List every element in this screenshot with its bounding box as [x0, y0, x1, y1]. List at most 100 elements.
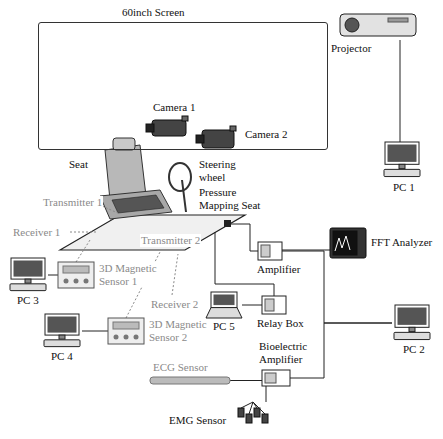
node-label: Camera 2 — [244, 128, 288, 141]
icon-part — [249, 402, 253, 414]
icon-part — [253, 402, 265, 414]
seat-headrest — [113, 138, 135, 150]
projector-drawing — [338, 6, 418, 40]
part-label: Seat — [68, 158, 89, 171]
icon-part — [214, 295, 234, 305]
cable-line — [230, 380, 262, 381]
fft-drawing — [330, 228, 366, 258]
icon-part — [14, 261, 42, 276]
platform — [60, 215, 245, 250]
node-label: Amplifier — [256, 263, 301, 276]
icon-part — [113, 322, 139, 329]
node-label: 60inch Screen — [121, 6, 186, 19]
icon-part — [335, 236, 350, 251]
leader-line — [70, 232, 98, 233]
relay-box: Relay Box — [262, 296, 286, 314]
laptop-drawing — [206, 292, 242, 318]
node-label: 3D Magnetic Sensor 2 — [148, 318, 210, 343]
icon-part — [152, 120, 186, 136]
small-drawing — [262, 370, 290, 386]
icon-part — [59, 335, 65, 339]
pc-drawing — [42, 314, 82, 348]
leader-line — [172, 254, 178, 295]
icon-part — [74, 279, 79, 284]
pc-drawing — [392, 305, 432, 341]
cable-line — [266, 386, 267, 402]
icon-part — [230, 126, 236, 131]
icon-part — [388, 145, 416, 161]
icon-part — [114, 335, 119, 340]
camera-drawing — [196, 126, 240, 152]
icon-part — [388, 18, 408, 22]
laptop-icon: PC 5 — [206, 292, 242, 318]
pc-icon: PC 1 — [382, 142, 422, 178]
cable-line — [282, 251, 392, 323]
leader-line — [102, 206, 120, 214]
electrode-drawing — [150, 377, 230, 384]
amplifier-box: Bioelectric Amplifier — [262, 370, 290, 386]
cable-line — [48, 275, 58, 276]
icon-part — [196, 135, 204, 143]
projector-icon: Projector — [338, 6, 418, 40]
sensor-cable — [76, 240, 90, 262]
ecg-electrode: ECG Sensor — [150, 377, 230, 384]
pc-icon: PC 2 — [392, 305, 432, 341]
icon-part — [202, 130, 234, 148]
small-drawing — [262, 296, 286, 314]
sensor-unit: 3D Magnetic Sensor 2 — [108, 318, 144, 344]
cable-line — [242, 305, 262, 306]
pressure-mat — [112, 195, 164, 213]
pc-icon: PC 3 — [8, 258, 48, 292]
icon-part — [134, 335, 139, 340]
pc-icon: PC 4 — [42, 314, 82, 348]
icon-part — [258, 242, 282, 260]
icon-part — [394, 332, 430, 339]
box-drawing — [108, 318, 144, 344]
icon-part — [330, 228, 366, 258]
icon-part — [398, 308, 426, 324]
node-label: PC 4 — [50, 350, 74, 363]
emg-drawing — [236, 402, 270, 426]
icon-part — [246, 414, 252, 423]
icon-part — [25, 279, 31, 283]
icon-part — [395, 305, 429, 327]
seat-cushion — [100, 190, 172, 219]
icon-part — [399, 164, 405, 168]
icon-part — [146, 124, 154, 132]
node-label: Camera 1 — [152, 101, 196, 114]
icon-part — [211, 292, 237, 308]
icon-part — [254, 408, 260, 417]
icon-part — [108, 318, 144, 344]
node-label: Bioelectric Amplifier — [258, 340, 320, 365]
icon-part — [11, 258, 45, 279]
node-label: PC 2 — [402, 343, 426, 356]
icon-part — [384, 169, 420, 176]
node-label: 3D Magnetic Sensor 1 — [98, 262, 162, 287]
icon-part — [44, 340, 80, 347]
icon-part — [10, 284, 46, 291]
icon-part — [206, 308, 242, 318]
part-label: Transmitter 2 — [140, 234, 201, 247]
icon-part — [265, 299, 274, 311]
icon-part — [238, 408, 244, 417]
icon-part — [265, 373, 276, 383]
emg-electrodes: EMG Sensor — [236, 402, 270, 426]
amplifier-wire — [231, 224, 258, 251]
icon-part — [58, 262, 94, 288]
icon-part — [333, 231, 357, 255]
cable-line — [282, 250, 330, 251]
cable-line — [400, 40, 401, 142]
part-label: Steering wheel — [198, 158, 250, 183]
part-label: Pressure Mapping Seat — [198, 186, 270, 211]
pc-drawing — [382, 142, 422, 178]
icon-part — [409, 327, 415, 331]
icon-part — [45, 314, 79, 335]
camera-icon: Camera 1 — [146, 116, 192, 140]
analyzer-icon: FFT Analyzer — [330, 228, 366, 258]
icon-part — [262, 414, 268, 423]
icon-part — [262, 370, 290, 386]
accelerometer — [224, 220, 231, 227]
